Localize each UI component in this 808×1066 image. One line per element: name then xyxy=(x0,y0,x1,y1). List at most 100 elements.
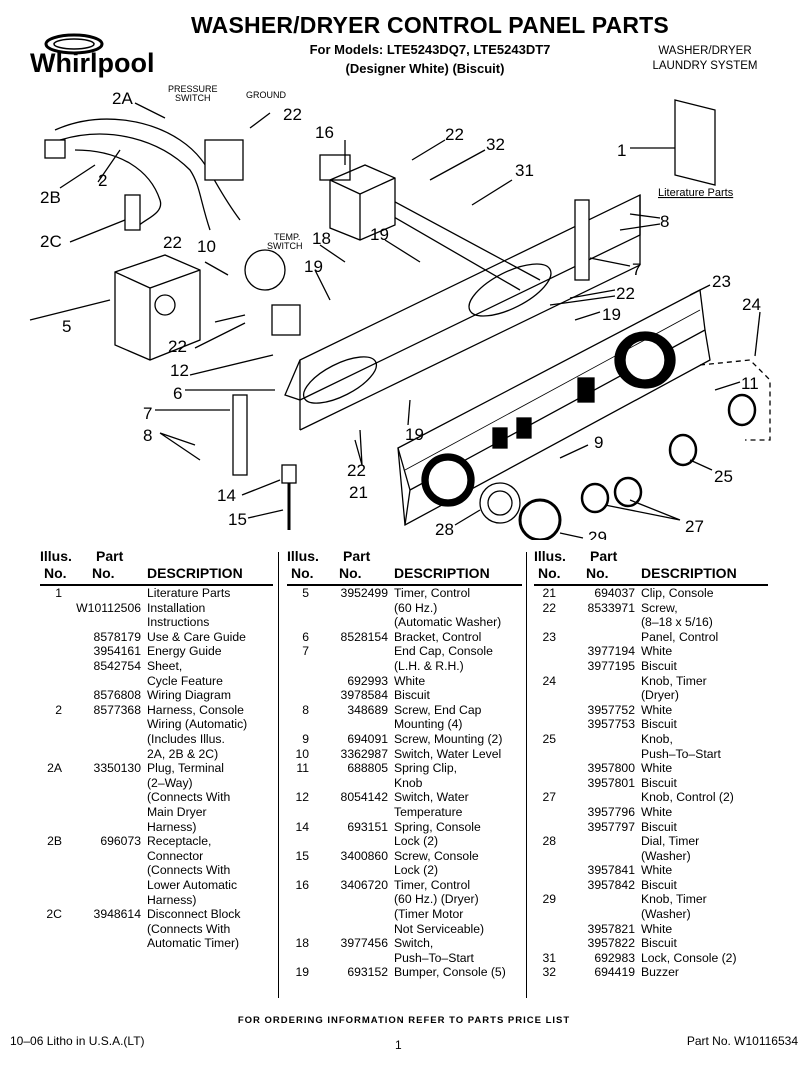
callout-7b: 7 xyxy=(143,404,152,423)
part-number: 3948614 xyxy=(93,907,141,922)
part-number: 3954161 xyxy=(93,644,141,659)
part-number: 3957797 xyxy=(587,819,635,834)
description-line: Screw, Console xyxy=(394,848,479,863)
callout-1: 1 xyxy=(617,141,626,160)
callout-14: 14 xyxy=(217,486,236,505)
callout-temp-switch: SWITCH xyxy=(267,241,303,251)
callout-2: 2 xyxy=(98,171,107,190)
illus-number: 12 xyxy=(295,790,309,805)
description-line: (Timer Motor xyxy=(394,907,464,922)
part-number: 693151 xyxy=(347,819,388,834)
callout-22f: 22 xyxy=(347,461,366,480)
illus-number: 11 xyxy=(296,761,309,776)
description-line: Knob xyxy=(394,775,423,790)
part-number: 8577368 xyxy=(93,702,141,717)
illus-number: 27 xyxy=(542,790,556,805)
part-description: Knob, Timer(Washer) xyxy=(641,892,707,921)
illus-number: 8 xyxy=(302,702,309,717)
description-line: Switch, Water xyxy=(394,790,469,805)
part-number: 3977194 xyxy=(587,644,635,659)
description-line: Biscuit xyxy=(641,775,677,790)
description-line: White xyxy=(641,804,673,819)
description-line: Main Dryer xyxy=(147,804,207,819)
part-description: Knob, Timer(Dryer) xyxy=(641,674,707,703)
description-line: (Connects With xyxy=(147,790,231,805)
description-line: (L.H. & R.H.) xyxy=(394,658,464,673)
description-line: Knob, Timer xyxy=(641,892,707,907)
description-line: Screw, Mounting (2) xyxy=(394,731,503,746)
part-description: Bracket, Control xyxy=(394,630,481,645)
callout-2c: 2C xyxy=(40,232,62,251)
part-description: Bumper, Console (5) xyxy=(394,965,506,980)
table-row: 3957842 Biscuit xyxy=(534,878,774,893)
illus-number: 2C xyxy=(46,907,62,922)
illus-number: 2 xyxy=(55,702,62,717)
callout-16: 16 xyxy=(315,123,334,142)
part-description: White xyxy=(641,805,672,820)
system-line-2: LAUNDRY SYSTEM xyxy=(652,60,758,72)
description-line: Knob, Timer xyxy=(641,673,707,688)
callout-22e: 22 xyxy=(168,337,187,356)
part-description: Use & Care Guide xyxy=(147,630,246,645)
literature-parts-label: Literature Parts xyxy=(658,187,734,199)
part-number: 3957842 xyxy=(587,877,635,892)
callout-2b: 2B xyxy=(40,188,61,207)
description-line: Biscuit xyxy=(641,658,677,673)
description-line: Biscuit xyxy=(641,717,677,732)
part-description: Biscuit xyxy=(641,936,677,951)
illus-number: 21 xyxy=(542,586,556,600)
part-description: White xyxy=(641,644,672,659)
description-line: Biscuit xyxy=(641,877,677,892)
illus-number: 19 xyxy=(295,965,309,980)
callout-8b: 8 xyxy=(143,426,152,445)
illus-number: 6 xyxy=(302,629,309,644)
part-description: Biscuit xyxy=(641,659,677,674)
models-line: For Models: LTE5243DQ7, LTE5243DT7 xyxy=(309,42,551,57)
illus-number: 2A xyxy=(47,761,62,776)
part-number: 8528154 xyxy=(340,629,388,644)
table-row: 6 8528154 Bracket, Control xyxy=(287,630,525,645)
illus-number: 15 xyxy=(295,848,309,863)
part-number: 692983 xyxy=(594,950,635,965)
part-number: 688805 xyxy=(347,761,388,776)
description-line: Bumper, Console (5) xyxy=(394,965,506,980)
illus-number: 1 xyxy=(55,586,62,600)
part-description: White xyxy=(641,863,672,878)
illus-number: 28 xyxy=(542,834,556,849)
part-description: Sheet,Cycle Feature xyxy=(147,659,223,688)
callout-29: 29 xyxy=(588,528,607,540)
part-description: Clip, Console xyxy=(641,586,713,601)
callout-22c: 22 xyxy=(163,233,182,252)
description-line: White xyxy=(641,761,673,776)
description-line: Lock (2) xyxy=(394,834,439,849)
table-row: 1 Literature Parts xyxy=(40,586,275,601)
description-line: (Connects With xyxy=(147,863,231,878)
part-description: Knob, Control (2) xyxy=(641,790,734,805)
illus-number: 10 xyxy=(295,746,309,761)
part-number: 3957801 xyxy=(587,775,635,790)
callout-22b: 22 xyxy=(445,125,464,144)
part-description: Literature Parts xyxy=(147,586,230,601)
